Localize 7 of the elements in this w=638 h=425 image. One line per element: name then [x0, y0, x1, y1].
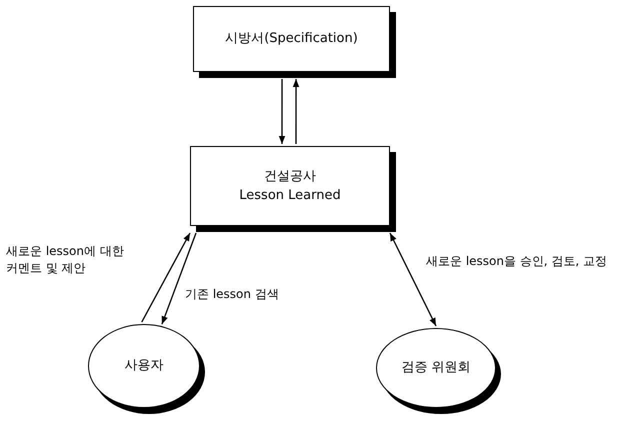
node-text: 건설공사 Lesson Learned	[239, 168, 341, 205]
arrow	[161, 232, 197, 324]
arrow	[141, 232, 191, 322]
node-text: 검증 위원회	[401, 359, 471, 378]
node-text: 사용자	[124, 357, 164, 376]
node-text: 시방서(Specification)	[225, 30, 358, 48]
arrow	[389, 232, 437, 326]
